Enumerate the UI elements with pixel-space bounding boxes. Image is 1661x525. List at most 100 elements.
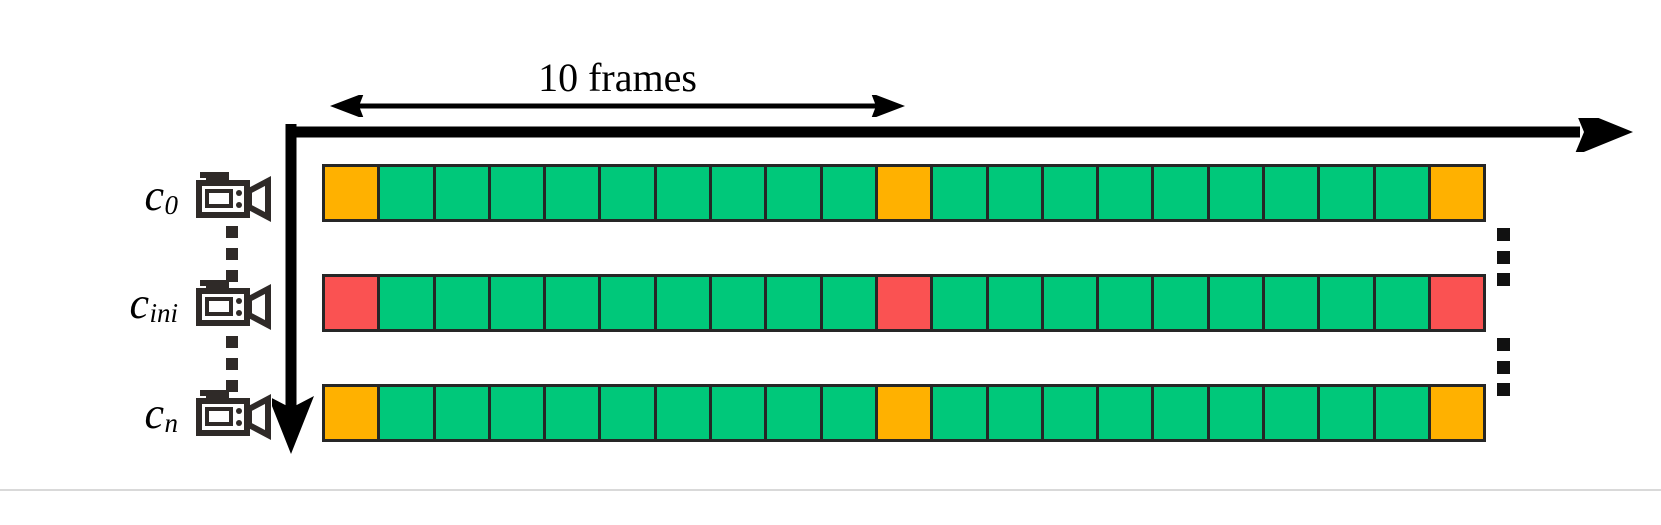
frame-cell <box>543 164 602 222</box>
ellipsis-dot <box>1497 250 1510 264</box>
ellipsis-dot <box>1497 383 1510 396</box>
camera-label-cn-sub: n <box>164 407 179 438</box>
frame-cell <box>1040 274 1100 332</box>
frame-cell <box>487 384 547 442</box>
frame-strip-c0 <box>322 164 1487 222</box>
frame-cell <box>598 274 657 332</box>
frame-cell <box>1151 164 1210 222</box>
frame-cell <box>985 164 1044 222</box>
ellipsis-dot <box>226 226 238 238</box>
frame-cell <box>653 164 713 222</box>
frame-cell <box>985 274 1044 332</box>
frame-cell <box>709 274 768 332</box>
frame-cell <box>653 384 713 442</box>
measure-arrow-svg <box>330 93 905 119</box>
frame-cell <box>1372 384 1431 442</box>
frame-cell <box>1206 384 1266 442</box>
frame-cell <box>1040 164 1100 222</box>
time-axis-svg <box>291 108 1633 156</box>
keyframe-cell <box>322 164 381 222</box>
frame-cell <box>764 384 823 442</box>
measure-label: 10 frames <box>538 55 697 100</box>
frame-cell <box>432 164 491 222</box>
camera-ellipsis-upper <box>226 226 238 282</box>
strip-ellipsis-lower <box>1497 338 1510 396</box>
frame-cell <box>1096 384 1155 442</box>
keyframe-cell <box>322 274 381 332</box>
frame-cell <box>377 164 436 222</box>
frame-cell <box>1151 274 1210 332</box>
frame-cell <box>1262 274 1321 332</box>
frame-cell <box>1040 384 1100 442</box>
frame-cell <box>598 164 657 222</box>
ellipsis-dot <box>1497 360 1510 374</box>
measure-arrow <box>330 93 905 119</box>
frame-cell <box>930 164 989 222</box>
keyframe-cell <box>1427 384 1487 442</box>
keyframe-cell <box>874 384 934 442</box>
keyframe-cell <box>322 384 381 442</box>
camera-row-cini: cini <box>86 268 286 338</box>
frame-strip-cn <box>322 384 1487 442</box>
frame-cell <box>1206 274 1266 332</box>
camera-label-cn-base: c <box>144 388 165 438</box>
camera-axis-svg <box>268 124 314 454</box>
frame-cell <box>1372 164 1431 222</box>
frame-cell <box>1151 384 1210 442</box>
keyframe-cell <box>1427 274 1487 332</box>
ellipsis-dot <box>226 248 238 260</box>
camera-label-cn: cn <box>86 388 178 439</box>
frame-cell <box>377 274 436 332</box>
ellipsis-dot <box>226 380 238 392</box>
frame-cell <box>653 274 713 332</box>
frame-cell <box>1096 164 1155 222</box>
keyframe-cell <box>874 274 934 332</box>
keyframe-cell <box>1427 164 1487 222</box>
camera-label-cini-base: c <box>129 278 150 328</box>
frame-cell <box>819 274 878 332</box>
strip-ellipsis-upper <box>1497 228 1510 286</box>
frame-strip-cini <box>322 274 1487 332</box>
frame-cell <box>1317 274 1376 332</box>
camera-ellipsis-lower <box>226 336 238 392</box>
keyframe-cell <box>874 164 934 222</box>
frame-cell <box>930 384 989 442</box>
frame-cell <box>543 384 602 442</box>
ellipsis-dot <box>226 358 238 370</box>
frame-cell <box>709 164 768 222</box>
camcorder-icon <box>196 280 271 330</box>
frame-cell <box>432 274 491 332</box>
ellipsis-dot <box>1497 273 1510 286</box>
frame-cell <box>1262 164 1321 222</box>
ellipsis-dot <box>226 336 238 348</box>
ellipsis-dot <box>1497 338 1510 351</box>
page-rule <box>0 489 1661 491</box>
camera-row-c0: c0 <box>86 160 286 230</box>
frame-cell <box>764 164 823 222</box>
frame-cell <box>1317 384 1376 442</box>
ellipsis-dot <box>226 270 238 282</box>
frame-cell <box>487 274 547 332</box>
camcorder-icon <box>196 390 271 440</box>
camera-label-c0: c0 <box>86 170 178 221</box>
frame-cell <box>598 384 657 442</box>
frame-cell <box>487 164 547 222</box>
frame-cell <box>1262 384 1321 442</box>
camera-label-c0-base: c <box>144 170 165 220</box>
time-axis-arrow <box>288 108 1633 156</box>
frame-cell <box>764 274 823 332</box>
camera-label-cini-sub: ini <box>149 297 178 328</box>
camera-label-cini: cini <box>86 278 178 329</box>
frame-cell <box>1206 164 1266 222</box>
frame-cell <box>377 384 436 442</box>
frame-cell <box>1372 274 1431 332</box>
frame-cell <box>819 384 878 442</box>
frame-cell <box>1096 274 1155 332</box>
ellipsis-dot <box>1497 228 1510 241</box>
frame-cell <box>709 384 768 442</box>
frame-cell <box>543 274 602 332</box>
frame-cell <box>432 384 491 442</box>
frame-cell <box>930 274 989 332</box>
camera-row-cn: cn <box>86 378 286 448</box>
